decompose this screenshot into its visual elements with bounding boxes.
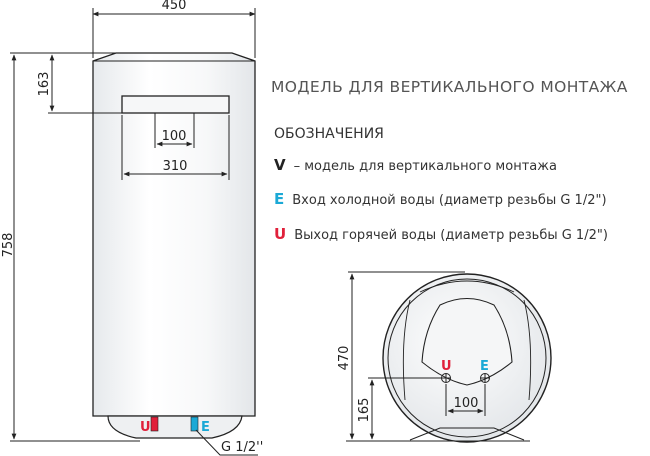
legend-heading: ОБОЗНАЧЕНИЯ	[274, 126, 384, 142]
inlet-connection-icon	[480, 373, 490, 383]
side-outlet-label: U	[441, 359, 452, 374]
hot-outlet-symbol-icon: U	[274, 225, 287, 243]
front-view: 450 758 163 100 310 U E G 1/2''	[1, 0, 263, 456]
hot-outlet-pipe	[150, 416, 159, 432]
legend-item-hot-outlet: U Выход горячей воды (диаметр резьбы G 1…	[274, 225, 608, 243]
side-inlet-label: E	[480, 359, 489, 374]
front-outlet-label: U	[140, 420, 151, 435]
bottom-cap	[107, 415, 243, 439]
legend-item-text: Выход горячей воды (диаметр резьбы G 1/2…	[294, 228, 608, 243]
outlet-connection-icon	[441, 373, 451, 383]
pipe-height-dimension: 165	[357, 398, 372, 423]
stand	[409, 427, 525, 441]
height-dimension: 758	[1, 233, 16, 258]
vertical-symbol-icon: V	[274, 156, 286, 174]
cold-inlet-pipe	[190, 416, 199, 432]
top-offset-dimension: 163	[37, 72, 52, 97]
legend-item-vertical: V – модель для вертикального монтажа	[274, 156, 557, 174]
bracket-inner-dimension: 100	[162, 129, 187, 144]
pipe-spacing-dimension: 100	[454, 396, 479, 411]
thread-label: G 1/2''	[221, 440, 263, 455]
cold-inlet-symbol-icon: E	[274, 190, 285, 208]
front-inlet-label: E	[201, 420, 210, 435]
page-title: МОДЕЛЬ ДЛЯ ВЕРТИКАЛЬНОГО МОНТАЖА	[271, 78, 628, 96]
legend-item-cold-inlet: E Вход холодной воды (диаметр резьбы G 1…	[274, 190, 607, 208]
side-height-dimension: 470	[337, 346, 352, 371]
width-dimension: 450	[162, 0, 187, 13]
legend-item-text: – модель для вертикального монтажа	[293, 159, 557, 174]
bracket-outer-dimension: 310	[163, 159, 188, 174]
legend-item-text: Вход холодной воды (диаметр резьбы G 1/2…	[292, 193, 607, 208]
side-view: 470 165 U E 100	[337, 271, 552, 443]
mounting-bracket	[121, 95, 230, 114]
